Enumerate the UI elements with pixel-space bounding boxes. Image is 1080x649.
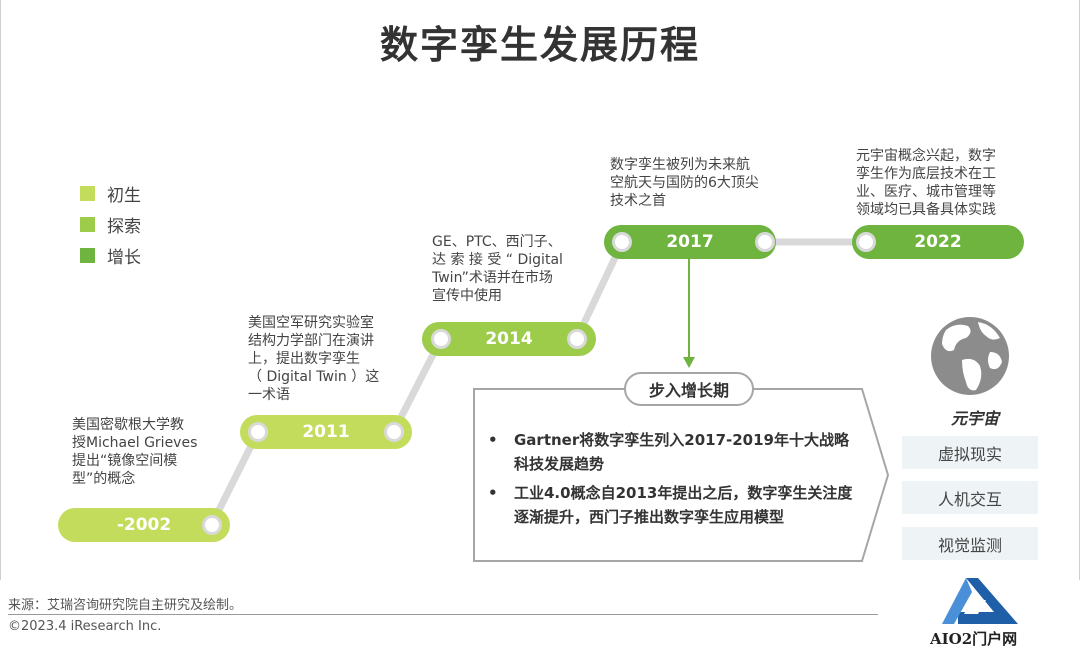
desc-line: 美国空军研究实验室 (248, 315, 374, 331)
globe-icon (931, 317, 1009, 395)
timeline-knob (856, 232, 876, 252)
legend-label: 增长 (107, 248, 141, 268)
legend-swatch (80, 217, 95, 232)
footer-divider (8, 614, 878, 615)
milestone-year: 2011 (302, 422, 350, 442)
desc-line: 孪生作为底层技术在工 (856, 166, 996, 182)
milestone-year: 2017 (666, 232, 714, 252)
growth-arrow-head (683, 357, 695, 368)
milestone-desc-2017: 数字孪生被列为未来航 空航天与国防的6大顶尖 技术之首 (610, 156, 759, 210)
timeline-knob (755, 232, 775, 252)
copyright: ©2023.4 iResearch Inc. (8, 619, 162, 634)
legend-label: 初生 (107, 186, 141, 206)
legend-item-nascent: 初生 (80, 178, 141, 209)
milestone-desc-2022: 元宇宙概念兴起，数字 孪生作为底层技术在工 业、医疗、城市管理等 领域均已具备具… (856, 147, 996, 219)
desc-line: 提出“镜像空间模 (72, 453, 178, 469)
metaverse-item-vision: 视觉监测 (902, 527, 1038, 560)
desc-line: 技术之首 (610, 193, 666, 209)
desc-line: 结构力学部门在演讲 (248, 333, 374, 349)
milestone-desc-2014: GE、PTC、西门子、 达 索 接 受 “ Digital Twin”术语并在市… (432, 233, 563, 305)
desc-line: 美国密歇根大学教 (72, 417, 184, 433)
bullet-item: • 工业4.0概念自2013年提出之后，数字孪生关注度逐渐提升，西门子推出数字孪… (488, 481, 863, 529)
desc-line: GE、PTC、西门子、 (432, 234, 562, 250)
desc-line: 元宇宙概念兴起，数字 (856, 148, 996, 164)
milestone-year: 2014 (485, 329, 533, 349)
timeline-knob (248, 422, 268, 442)
desc-line: 达 索 接 受 “ Digital (432, 252, 563, 268)
milestone-2017: 2017 (604, 225, 776, 259)
legend-item-growth: 增长 (80, 240, 141, 271)
bullet-text: Gartner将数字孪生列入2017-2019年十大战略科技发展趋势 (514, 431, 849, 473)
legend-swatch (80, 248, 95, 263)
desc-line: 宣传中使用 (432, 288, 502, 304)
growth-stage-tag: 步入增长期 (624, 372, 754, 406)
desc-line: （ Digital Twin ）这 (248, 369, 380, 385)
milestone-year: 2022 (914, 232, 962, 252)
desc-line: Twin”术语并在市场 (432, 270, 553, 286)
milestone-2011: 2011 (240, 415, 412, 449)
bullet-item: • Gartner将数字孪生列入2017-2019年十大战略科技发展趋势 (488, 428, 863, 476)
desc-line: 领域均已具备具体实践 (856, 202, 996, 218)
growth-box (473, 388, 890, 562)
legend: 初生 探索 增长 (80, 178, 141, 271)
milestone-year: -2002 (116, 515, 172, 535)
desc-line: 空航天与国防的6大顶尖 (610, 175, 759, 191)
timeline-knob (567, 329, 587, 349)
watermark-logo (942, 578, 1018, 624)
desc-line: 业、医疗、城市管理等 (856, 184, 996, 200)
milestone-desc-2002: 美国密歇根大学教 授Michael Grieves 提出“镜像空间模 型”的概念 (72, 416, 197, 488)
timeline-knob (384, 422, 404, 442)
desc-line: 一术语 (248, 387, 290, 403)
metaverse-item-vr: 虚拟现实 (902, 436, 1038, 469)
source-note: 来源：艾瑞咨询研究院自主研究及绘制。 (8, 598, 243, 613)
bullet-dot: • (488, 431, 498, 449)
timeline-knob (612, 232, 632, 252)
desc-line: 上，提出数字孪生 (248, 351, 360, 367)
timeline-knob (202, 515, 222, 535)
legend-label: 探索 (107, 217, 141, 237)
timeline-knob (431, 329, 451, 349)
page-title: 数字孪生发展历程 (379, 23, 700, 67)
legend-item-explore: 探索 (80, 209, 141, 240)
desc-line: 授Michael Grieves (72, 435, 198, 451)
metaverse-item-hci: 人机交互 (902, 481, 1038, 514)
bullet-text: 工业4.0概念自2013年提出之后，数字孪生关注度逐渐提升，西门子推出数字孪生应… (514, 484, 853, 526)
legend-swatch (80, 186, 95, 201)
bullet-dot: • (488, 484, 498, 502)
desc-line: 数字孪生被列为未来航 (610, 157, 750, 173)
milestone-desc-2011: 美国空军研究实验室 结构力学部门在演讲 上，提出数字孪生 （ Digital T… (248, 314, 379, 404)
watermark-text: AIO2门户网 (930, 630, 1018, 648)
milestone-2022: 2022 (852, 225, 1024, 259)
milestone-2002: -2002 (58, 508, 230, 542)
growth-bullets: • Gartner将数字孪生列入2017-2019年十大战略科技发展趋势 • 工… (488, 428, 863, 534)
desc-line: 型”的概念 (72, 471, 136, 487)
metaverse-title: 元宇宙 (950, 409, 999, 428)
